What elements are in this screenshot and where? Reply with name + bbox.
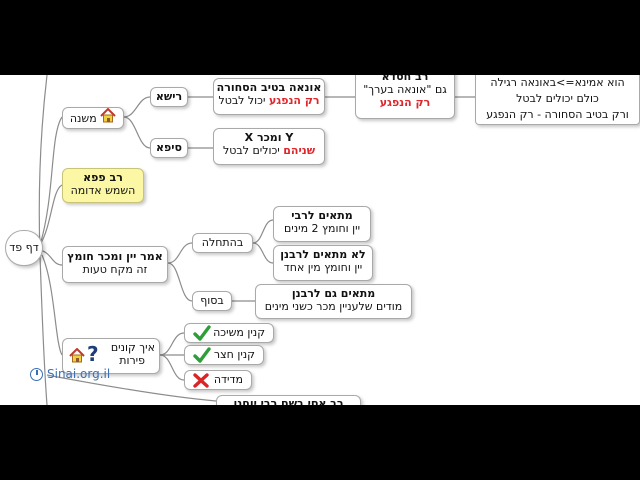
can-cancel-text: יכול לבטל bbox=[218, 94, 266, 107]
mind-map-canvas: דף פד משנה רישא אונאה בטיב הסחורה רק הנפ… bbox=[0, 75, 640, 405]
rav-chisda-quote: "אונאה בערך" bbox=[363, 83, 432, 96]
link-wine-end bbox=[167, 262, 193, 302]
link-root-ravpapa bbox=[39, 184, 63, 246]
mishna-node[interactable]: משנה bbox=[62, 107, 124, 129]
link-wine-start bbox=[167, 242, 193, 264]
at-first-node[interactable]: בהתחלה bbox=[192, 233, 253, 253]
both-can-cancel-text: יכולים לבטל bbox=[222, 144, 280, 157]
both-text: שניהם bbox=[283, 144, 316, 157]
reisha-label: רישא bbox=[155, 90, 183, 103]
fits-rabbanan-too-node[interactable]: מתאים גם לרבנן מודים שלעניין מכר כשני מי… bbox=[255, 284, 412, 319]
link-root-mishna bbox=[39, 116, 63, 246]
fits-rabbanan-too-text: מודים שלעניין מכר כשני מינים bbox=[264, 300, 403, 313]
rav-papa-text: השמש אדומה bbox=[70, 184, 136, 197]
y-and-sold-x-title: Y ומכר X bbox=[244, 131, 294, 144]
link-mishna-reisha bbox=[123, 96, 151, 118]
fruit-item-3-label: מדידה bbox=[213, 373, 243, 386]
price-fraud-quality-node[interactable]: אונאה בטיב הסחורה רק הנפגע יכול לבטל bbox=[213, 78, 325, 115]
only-harmed-text: רק הנפגע bbox=[268, 94, 320, 107]
root-node[interactable]: דף פד bbox=[5, 230, 43, 266]
wine-vinegar-node[interactable]: אמר יין ומכר חומץ זה מקח טעות bbox=[62, 246, 168, 283]
at-end-label: בסוף bbox=[200, 294, 224, 307]
rav-chisda-red: רק הנפגע bbox=[379, 96, 431, 109]
note-line-1: הוא אמינא=>באונאה רגילה bbox=[490, 76, 625, 89]
fruit-item-1-label: קנין משיכה bbox=[213, 326, 265, 339]
watermark-text: Sinai.org.il bbox=[47, 367, 111, 381]
watermark: Sinai.org.il bbox=[30, 367, 110, 381]
fits-rebbi-node[interactable]: מתאים לרבי יין וחומץ 2 מינים bbox=[273, 206, 371, 242]
fits-rebbi-text: יין וחומץ 2 מינים bbox=[283, 222, 361, 235]
not-fits-rabbanan-text: יין וחומץ מין אחד bbox=[283, 261, 363, 274]
seifa-label: סיפא bbox=[156, 141, 182, 154]
link-root-fruit bbox=[41, 254, 63, 356]
fits-rabbanan-too-title: מתאים גם לרבנן bbox=[291, 287, 376, 300]
y-and-sold-x-node[interactable]: Y ומכר X שניהם יכולים לבטל bbox=[213, 128, 325, 165]
question-mark-icon: ? bbox=[87, 342, 99, 366]
house-icon bbox=[69, 347, 85, 366]
at-end-node[interactable]: בסוף bbox=[192, 291, 232, 311]
buying-fruit-title: איך קונים bbox=[110, 341, 155, 354]
rav-chisda-prefix: גם bbox=[434, 83, 447, 96]
rav-assi-title: רב אסי בשם רבי יוחנן bbox=[233, 397, 344, 405]
link-fruit-1 bbox=[159, 332, 185, 356]
fruit-item-1[interactable]: קנין משיכה bbox=[184, 323, 274, 343]
not-fits-rabbanan-title: לא מתאים לרבנן bbox=[280, 248, 366, 261]
at-first-label: בהתחלה bbox=[201, 236, 244, 249]
note-line-3: ורק בטיב הסחורה - רק הנפגע bbox=[486, 108, 629, 121]
rav-chisda-title: רב חסדא bbox=[381, 75, 429, 83]
reisha-node[interactable]: רישא bbox=[150, 87, 188, 107]
buying-fruit-node[interactable]: ? איך קונים פירות bbox=[62, 338, 160, 374]
wine-vinegar-text: זה מקח טעות bbox=[82, 263, 148, 276]
wine-vinegar-title: אמר יין ומכר חומץ bbox=[67, 250, 163, 263]
link-start-b bbox=[252, 242, 274, 264]
rav-assi-partial-node[interactable]: רב אסי בשם רבי יוחנן bbox=[216, 395, 361, 405]
seifa-node[interactable]: סיפא bbox=[150, 138, 188, 158]
mishna-label: משנה bbox=[69, 112, 97, 125]
not-fits-rabbanan-node[interactable]: לא מתאים לרבנן יין וחומץ מין אחד bbox=[273, 245, 373, 281]
clock-icon bbox=[30, 367, 43, 381]
rav-papa-title: רב פפא bbox=[83, 171, 123, 184]
check-icon bbox=[193, 347, 211, 364]
cross-icon bbox=[193, 373, 209, 389]
link-mishna-seifa bbox=[123, 116, 151, 149]
connector-lines bbox=[38, 75, 475, 405]
fruit-item-3[interactable]: מדידה bbox=[184, 370, 252, 390]
fruit-item-2-label: קנין חצר bbox=[213, 348, 255, 361]
buying-fruit-text: פירות bbox=[119, 354, 145, 367]
note-line-2: כולם יכולים לבטל bbox=[516, 92, 599, 105]
link-fruit-3 bbox=[159, 354, 185, 381]
link-start-a bbox=[252, 219, 274, 244]
rav-chisda-node[interactable]: רב חסדא גם "אונאה בערך" רק הנפגע bbox=[355, 75, 455, 119]
house-icon bbox=[100, 108, 116, 128]
hava-amina-note[interactable]: הוא אמינא=>באונאה רגילה כולם יכולים לבטל… bbox=[475, 75, 640, 125]
fruit-item-2[interactable]: קנין חצר bbox=[184, 345, 264, 365]
root-label: דף פד bbox=[9, 241, 39, 254]
rav-papa-node[interactable]: רב פפא השמש אדומה bbox=[62, 168, 144, 203]
price-fraud-quality-title: אונאה בטיב הסחורה bbox=[216, 81, 322, 94]
check-icon bbox=[193, 325, 211, 342]
fits-rebbi-title: מתאים לרבי bbox=[291, 209, 353, 222]
link-root-partial bbox=[46, 374, 217, 402]
